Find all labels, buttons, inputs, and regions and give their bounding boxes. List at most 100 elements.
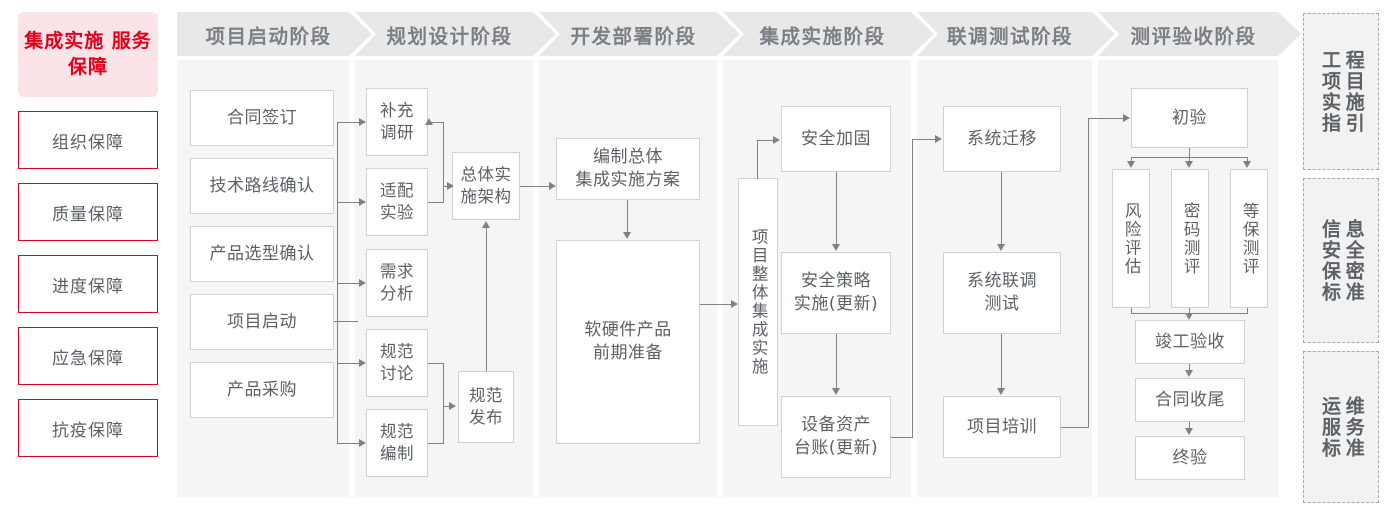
- connector-research-merge: [428, 122, 444, 124]
- guarantee-item-organization[interactable]: 组织保障: [18, 111, 158, 169]
- phase-header-5[interactable]: 联调测试阶段: [917, 12, 1115, 56]
- guarantee-item-quality[interactable]: 质量保障: [18, 183, 158, 241]
- arrowhead-hardening: [773, 136, 780, 144]
- node-project-kickoff[interactable]: 项目启动: [190, 294, 334, 350]
- node-overall-architecture[interactable]: 总体实 施架构: [452, 152, 520, 220]
- node-standard-drafting[interactable]: 规范 编制: [366, 409, 428, 477]
- standards-panel-engineering[interactable]: 程目施引 工项实指: [1303, 13, 1379, 170]
- arrowhead-migration: [935, 135, 942, 143]
- connector-trunk-to-migration: [912, 139, 936, 141]
- connector-branch-p2-5: [337, 443, 359, 445]
- connector-branch-p2-2: [337, 202, 359, 204]
- phase-header-1-label: 项目启动阶段: [205, 24, 332, 48]
- node-project-training[interactable]: 项目培训: [943, 396, 1061, 458]
- phase-header-2-label: 规划设计阶段: [386, 24, 513, 48]
- connector-branch-p2-4: [337, 363, 359, 365]
- node-completion-acceptance[interactable]: 竣工验收: [1135, 320, 1245, 364]
- arrowhead-initial-acceptance: [1123, 114, 1130, 122]
- node-crypto-evaluation[interactable]: 密码测评: [1171, 169, 1209, 308]
- standards-panel-ops-label: 维务准 运服标: [1319, 395, 1365, 459]
- connector-initial-down: [1189, 148, 1191, 158]
- guarantee-item-epidemic[interactable]: 抗疫保障: [18, 399, 158, 457]
- phase-header-3[interactable]: 开发部署阶段: [539, 12, 740, 56]
- node-overall-integration-plan[interactable]: 编制总体 集成实施方案: [556, 138, 700, 200]
- arrowhead-risk-assessment: [1127, 161, 1135, 168]
- connector-fanin-mid: [1189, 308, 1191, 313]
- connector-release-to-architecture: [486, 228, 488, 371]
- phase-header-6[interactable]: 测评验收阶段: [1098, 12, 1301, 56]
- guarantee-item-emergency[interactable]: 应急保障: [18, 327, 158, 385]
- phase-header-2[interactable]: 规划设计阶段: [355, 12, 556, 56]
- node-initial-acceptance[interactable]: 初验: [1131, 88, 1248, 148]
- connector-discussion-merge: [428, 363, 444, 365]
- node-contract-closure[interactable]: 合同收尾: [1135, 378, 1245, 422]
- connector-ledger-out: [891, 437, 913, 439]
- arrowhead-joint-test: [997, 244, 1005, 251]
- phase-header-5-label: 联调测试阶段: [946, 24, 1073, 48]
- arrowhead-mlps-evaluation: [1243, 161, 1251, 168]
- phase-header-4[interactable]: 集成实施阶段: [723, 12, 934, 56]
- phase-header-4-label: 集成实施阶段: [759, 24, 886, 48]
- phase-header-1[interactable]: 项目启动阶段: [177, 12, 372, 56]
- node-hw-sw-preparation[interactable]: 软硬件产品 前期准备: [556, 240, 700, 444]
- node-risk-assessment[interactable]: 风险评估: [1112, 169, 1150, 308]
- connector-merge-trunk-top: [443, 122, 445, 203]
- arrowhead-p2-3: [359, 279, 366, 287]
- connector-kickoff-out: [334, 321, 358, 323]
- node-system-migration[interactable]: 系统迁移: [943, 106, 1061, 172]
- arrowhead-architecture-up: [482, 221, 490, 228]
- connector-trunk-to-initial: [1088, 118, 1124, 120]
- arrowhead-p2-5: [359, 439, 366, 447]
- arrowhead-crypto-evaluation: [1185, 161, 1193, 168]
- arrowhead-training: [997, 388, 1005, 395]
- connector-policy-to-ledger: [836, 334, 838, 389]
- arrowhead-integration: [731, 300, 738, 308]
- connector-training-trunk: [1088, 118, 1090, 428]
- arrowhead-research-back: [425, 118, 433, 125]
- standards-panel-infosec-label: 息全密准 信安保标: [1319, 218, 1365, 303]
- connector-completion-to-closure: [1189, 364, 1191, 371]
- node-security-hardening[interactable]: 安全加固: [781, 106, 891, 172]
- node-overall-project-integration[interactable]: 项目整体集成实施: [738, 178, 778, 426]
- node-mlps-evaluation[interactable]: 等保测评: [1230, 169, 1268, 308]
- node-security-policy-update[interactable]: 安全策略 实施(更新): [781, 252, 891, 334]
- node-system-joint-test[interactable]: 系统联调 测试: [943, 252, 1061, 334]
- arrowhead-p2-4: [359, 359, 366, 367]
- connector-drafting-merge: [428, 443, 444, 445]
- connector-prep-to-integration: [700, 304, 732, 306]
- connector-ledger-trunk: [912, 139, 914, 438]
- connector-adaptation-merge: [428, 202, 444, 204]
- connector-integration-to-hardening: [757, 140, 774, 142]
- connector-closure-to-final: [1189, 422, 1191, 429]
- connector-training-out: [1061, 427, 1089, 429]
- arrowhead-architecture: [447, 182, 454, 190]
- arrowhead-plan: [549, 182, 556, 190]
- node-adaptation-experiment[interactable]: 适配 实验: [366, 168, 428, 236]
- phase-header-6-label: 测评验收阶段: [1130, 24, 1257, 48]
- node-standard-discussion[interactable]: 规范 讨论: [366, 329, 428, 397]
- connector-plan-to-prep: [627, 200, 629, 233]
- service-guarantee-title: 集成实施 服务保障: [18, 12, 158, 97]
- connector-fanin-right: [1247, 308, 1249, 314]
- connector-arch-to-plan: [520, 186, 550, 188]
- connector-merge-to-arch: [443, 186, 450, 188]
- guarantee-item-schedule[interactable]: 进度保障: [18, 255, 158, 313]
- connector-branch-p2-3: [337, 283, 359, 285]
- standards-panel-infosec[interactable]: 息全密准 信安保标: [1303, 178, 1379, 343]
- arrowhead-policy: [832, 244, 840, 251]
- standards-panel-ops[interactable]: 维务准 运服标: [1303, 351, 1379, 503]
- connector-merge-trunk-bottom: [443, 363, 445, 444]
- arrowhead-prep: [623, 232, 631, 239]
- node-final-acceptance[interactable]: 终验: [1135, 436, 1245, 480]
- arrowhead-p2-1: [359, 118, 366, 126]
- node-product-selection[interactable]: 产品选型确认: [190, 226, 334, 282]
- node-supplementary-research[interactable]: 补充 调研: [366, 88, 428, 156]
- node-contract-signing[interactable]: 合同签订: [190, 90, 334, 146]
- node-tech-route-confirm[interactable]: 技术路线确认: [190, 158, 334, 214]
- node-standard-release[interactable]: 规范 发布: [458, 371, 514, 443]
- node-requirement-analysis[interactable]: 需求 分析: [366, 249, 428, 317]
- connector-fanout-right: [1247, 157, 1249, 163]
- node-asset-ledger-update[interactable]: 设备资产 台账(更新): [781, 396, 891, 478]
- node-product-purchase[interactable]: 产品采购: [190, 362, 334, 418]
